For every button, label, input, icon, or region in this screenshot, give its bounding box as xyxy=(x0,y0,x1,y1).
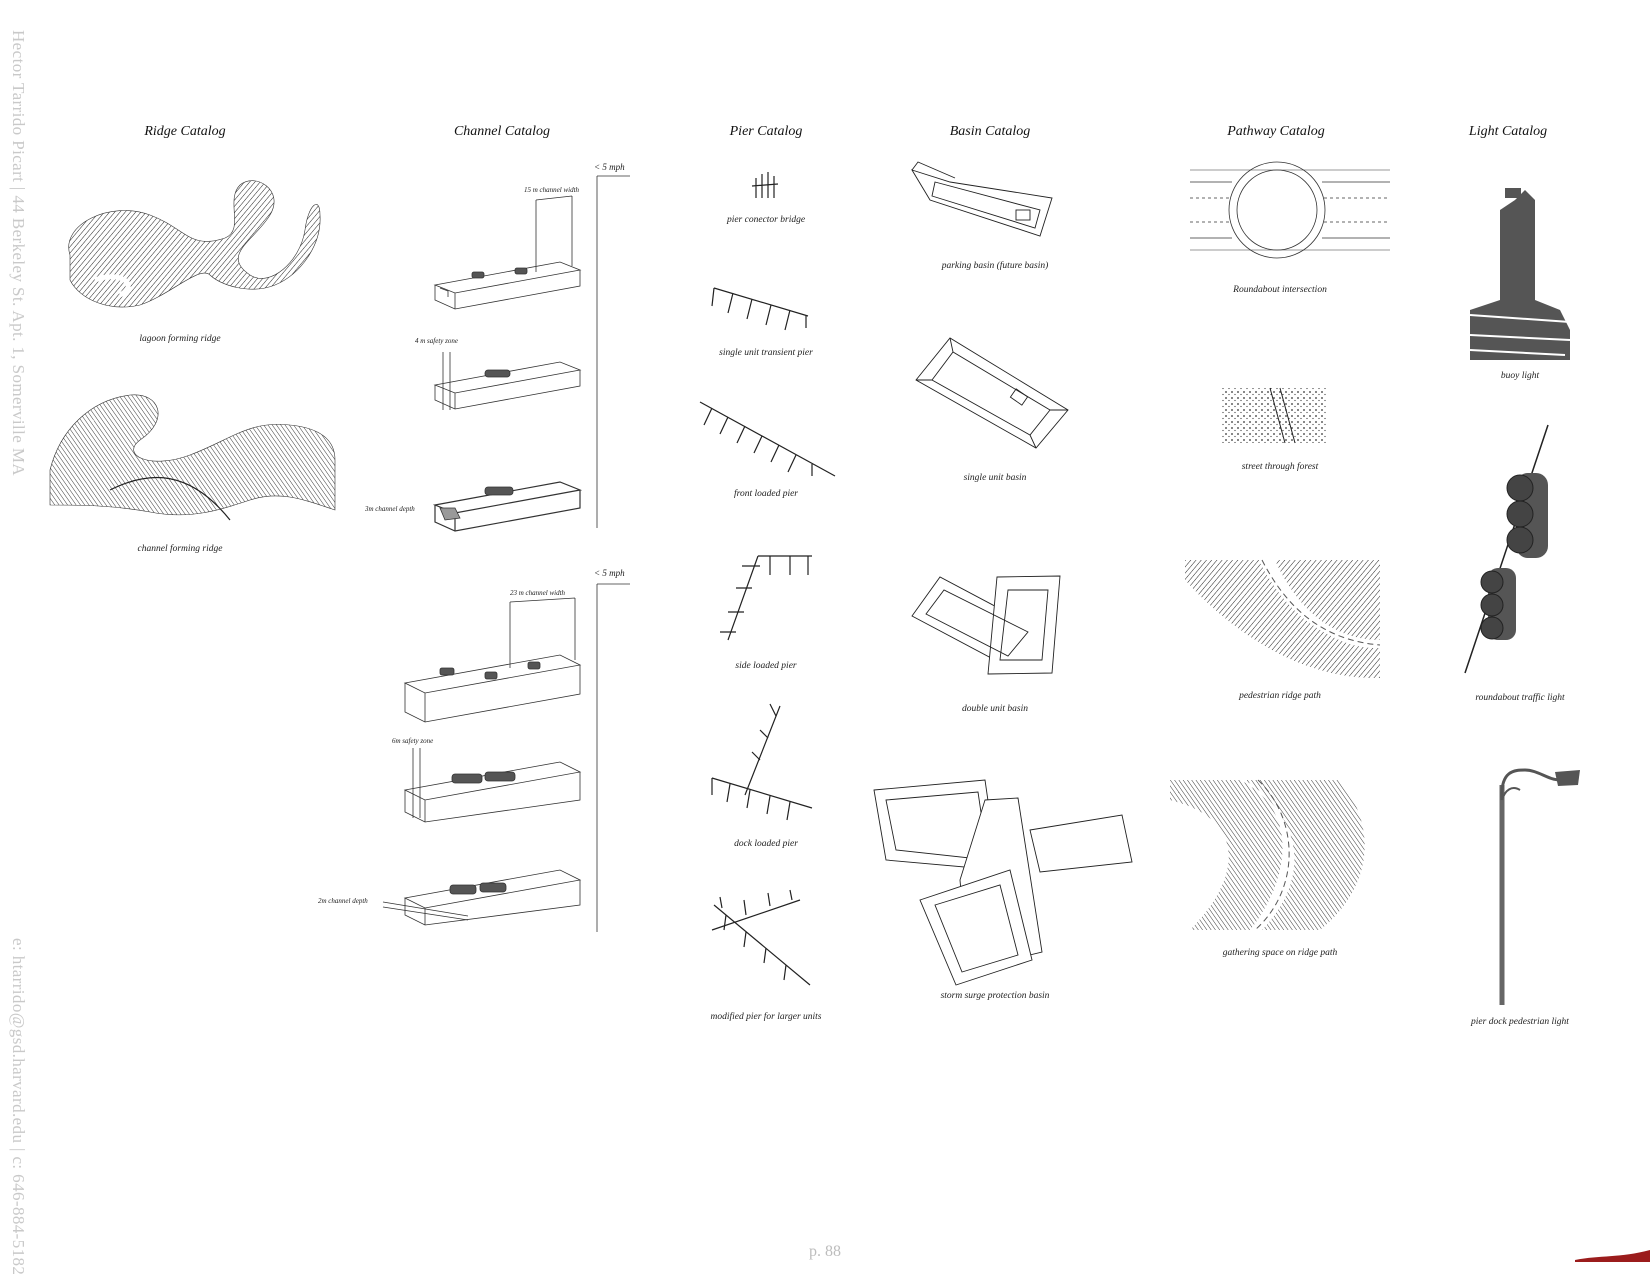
pier-caption-5: dock loaded pier xyxy=(734,839,798,849)
channel-depth-1: 3m channel depth xyxy=(365,505,415,513)
pedestrian-light-drawing xyxy=(1499,768,1580,1005)
speed-limit-top: < 5 mph xyxy=(594,162,625,172)
traffic-light-drawing xyxy=(1464,424,1549,674)
channel-diagrams-bottom xyxy=(382,583,630,932)
forest-street-drawing xyxy=(1222,387,1327,444)
lagoon-ridge-drawing xyxy=(68,180,321,308)
channel-width-1: 15 m channel width xyxy=(524,186,580,194)
roundabout-drawing xyxy=(1190,161,1390,259)
basin-caption-1: parking basin (future basin) xyxy=(941,261,1049,271)
pathway-catalog-heading: Pathway Catalog xyxy=(1227,124,1325,139)
basin-caption-2: single unit basin xyxy=(963,473,1027,483)
pier-caption-1: pier conector bridge xyxy=(726,215,806,225)
page-number: p. 88 xyxy=(809,1243,841,1260)
pathway-caption-1: Roundabout intersection xyxy=(1233,285,1327,295)
basin-caption-4: storm surge protection basin xyxy=(940,991,1050,1001)
speed-limit-bottom: < 5 mph xyxy=(594,568,625,578)
safety-zone-2: 6m safety zone xyxy=(392,737,434,745)
gathering-space-drawing xyxy=(1170,779,1365,931)
pathway-caption-2: street through forest xyxy=(1241,462,1319,472)
ridge-caption-2: channel forming ridge xyxy=(137,544,223,554)
pier-catalog-heading: Pier Catalog xyxy=(729,124,803,139)
light-caption-3: pier dock pedestrian light xyxy=(1471,1017,1569,1027)
pier-caption-3: front loaded pier xyxy=(733,489,799,499)
light-caption-1: buoy light xyxy=(1500,371,1540,381)
corner-accent xyxy=(1575,1250,1650,1262)
pier-drawings xyxy=(699,172,836,986)
pier-caption-2: single unit transient pier xyxy=(719,348,813,358)
channel-diagrams-top xyxy=(432,175,630,532)
pathway-caption-4: gathering space on ridge path xyxy=(1222,948,1338,958)
channel-ridge-drawing xyxy=(49,394,336,521)
channel-depth-2: 2m channel depth xyxy=(318,897,368,905)
pier-caption-6: modified pier for larger units xyxy=(710,1012,822,1022)
buoy-light-drawing xyxy=(1469,188,1571,360)
basin-catalog-heading: Basin Catalog xyxy=(949,124,1031,139)
light-catalog-heading: Light Catalog xyxy=(1468,124,1548,139)
ridge-caption-1: lagoon forming ridge xyxy=(139,334,221,344)
light-caption-2: roundabout traffic light xyxy=(1475,693,1565,703)
basin-caption-3: double unit basin xyxy=(962,704,1028,714)
channel-width-2: 23 m channel width xyxy=(510,589,566,597)
channel-catalog-heading: Channel Catalog xyxy=(453,124,551,139)
pedestrian-path-drawing xyxy=(1185,558,1381,679)
safety-zone-1: 4 m safety zone xyxy=(415,337,458,345)
pier-caption-4: side loaded pier xyxy=(735,661,797,671)
basin-drawings xyxy=(873,161,1133,986)
ridge-catalog-heading: Ridge Catalog xyxy=(144,124,226,139)
pathway-caption-3: pedestrian ridge path xyxy=(1239,691,1321,701)
